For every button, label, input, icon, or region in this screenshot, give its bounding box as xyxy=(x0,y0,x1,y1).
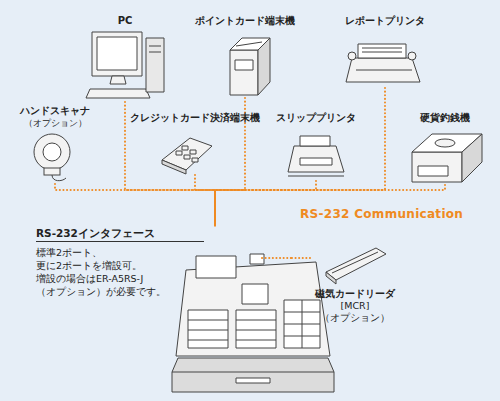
key-row xyxy=(188,320,228,321)
terminal-front xyxy=(230,50,258,95)
device-label: レポートプリンタ xyxy=(345,14,425,27)
device-node: 硬貨釣銭機 xyxy=(408,111,482,185)
coin-hopper xyxy=(435,139,455,147)
rs232-line xyxy=(195,175,215,226)
point-terminal-drawing xyxy=(230,38,270,95)
option-note: （オプション） xyxy=(24,117,87,130)
device-label: クレジットカード決済端末機 xyxy=(130,111,260,124)
card-reader-drawing xyxy=(326,248,386,284)
key-pad xyxy=(236,310,276,348)
scanner-grip xyxy=(44,168,60,175)
device-code: [MCR] xyxy=(341,300,370,312)
reader-body xyxy=(326,248,386,280)
device-node: 磁気カードリーダ[MCR]（オプション） xyxy=(310,240,400,324)
slip-base xyxy=(288,176,344,177)
credit-key xyxy=(182,146,188,150)
coin-changer-drawing xyxy=(412,134,482,182)
reader-base xyxy=(326,272,336,284)
pc-keyboard xyxy=(86,89,150,98)
device-label: ハンドスキャナ xyxy=(20,104,90,117)
report-printer-drawing xyxy=(346,44,420,82)
drawer-edge xyxy=(172,372,334,373)
device-label: ポイントカード端末機 xyxy=(195,14,295,27)
credit-terminal-drawing xyxy=(162,138,212,174)
pc-stand xyxy=(110,76,126,84)
rs232-line xyxy=(215,88,385,226)
key-col xyxy=(302,300,303,348)
printer-paper xyxy=(358,44,406,58)
credit-key xyxy=(192,158,198,162)
key-row xyxy=(236,320,276,321)
device-node: クレジットカード決済端末機 xyxy=(120,111,270,175)
pc-drive xyxy=(149,46,161,47)
pc-screen xyxy=(97,37,137,70)
register-drawer xyxy=(172,358,334,392)
paper-line xyxy=(362,48,402,49)
key-row xyxy=(188,330,228,331)
key-pad xyxy=(188,310,228,348)
device-label: スリッププリンタ xyxy=(276,111,356,124)
bus-label: RS-232 Communication xyxy=(300,207,463,221)
reader-slot xyxy=(332,252,378,273)
cash-register-drawing xyxy=(172,254,334,392)
rs232-line xyxy=(291,257,310,259)
device-label: PC xyxy=(118,14,133,27)
printer-knob xyxy=(408,52,416,60)
key-row xyxy=(236,330,276,331)
credit-key xyxy=(190,150,196,154)
scanner-head xyxy=(34,134,70,170)
device-node: ポイントカード端末機 xyxy=(193,14,297,98)
register-printer xyxy=(196,256,236,278)
pc-monitor xyxy=(92,32,142,76)
credit-base xyxy=(162,160,186,174)
coin-tray xyxy=(418,166,448,176)
terminal-display xyxy=(235,60,253,70)
device-node: PC xyxy=(85,14,165,102)
printer-body xyxy=(346,58,420,82)
reader-wire xyxy=(262,257,291,259)
slip-body xyxy=(288,146,344,172)
key-pad xyxy=(284,300,320,348)
changer-side xyxy=(462,134,482,182)
device-node: RS-232インタフェース標準2ポート、更に2ポートを増設可。 増設の場合はER… xyxy=(36,226,291,394)
terminal-side xyxy=(258,38,270,95)
card-slot xyxy=(236,42,262,46)
scanner-window xyxy=(43,143,61,161)
interface-heading: RS-232インタフェース xyxy=(36,226,204,242)
pc-drive xyxy=(149,52,161,53)
printer-slot xyxy=(356,70,412,71)
device-label: 硬貨釣銭機 xyxy=(420,111,470,124)
interface-note: 標準2ポート、更に2ポートを増設可。 増設の場合はER-A5RS-J （オプショ… xyxy=(36,246,186,298)
printer-knob xyxy=(348,52,356,60)
rs232-line xyxy=(55,184,215,226)
slip-printer-drawing xyxy=(288,136,344,176)
pc-drawing xyxy=(86,32,164,98)
key-row xyxy=(188,340,228,341)
device-label: 磁気カードリーダ xyxy=(315,288,395,300)
key-row xyxy=(236,340,276,341)
device-node: スリッププリンタ xyxy=(278,111,354,181)
register-keys xyxy=(188,300,320,348)
device-node: ハンドスキャナ（オプション） xyxy=(8,104,102,184)
slip-opening xyxy=(300,158,332,165)
customer-display xyxy=(250,254,264,264)
register-screen xyxy=(242,284,268,304)
drawer-handle xyxy=(236,378,270,383)
credit-key xyxy=(176,151,182,155)
slip-paper xyxy=(300,136,330,146)
option-note: （オプション） xyxy=(320,312,390,324)
device-node: レポートプリンタ xyxy=(340,14,430,88)
paper-line xyxy=(362,52,402,53)
pc-tower xyxy=(146,38,164,92)
hand-scanner-drawing xyxy=(34,134,70,181)
credit-key xyxy=(184,155,190,159)
changer-front xyxy=(412,152,462,182)
scanner-cable xyxy=(52,175,66,181)
